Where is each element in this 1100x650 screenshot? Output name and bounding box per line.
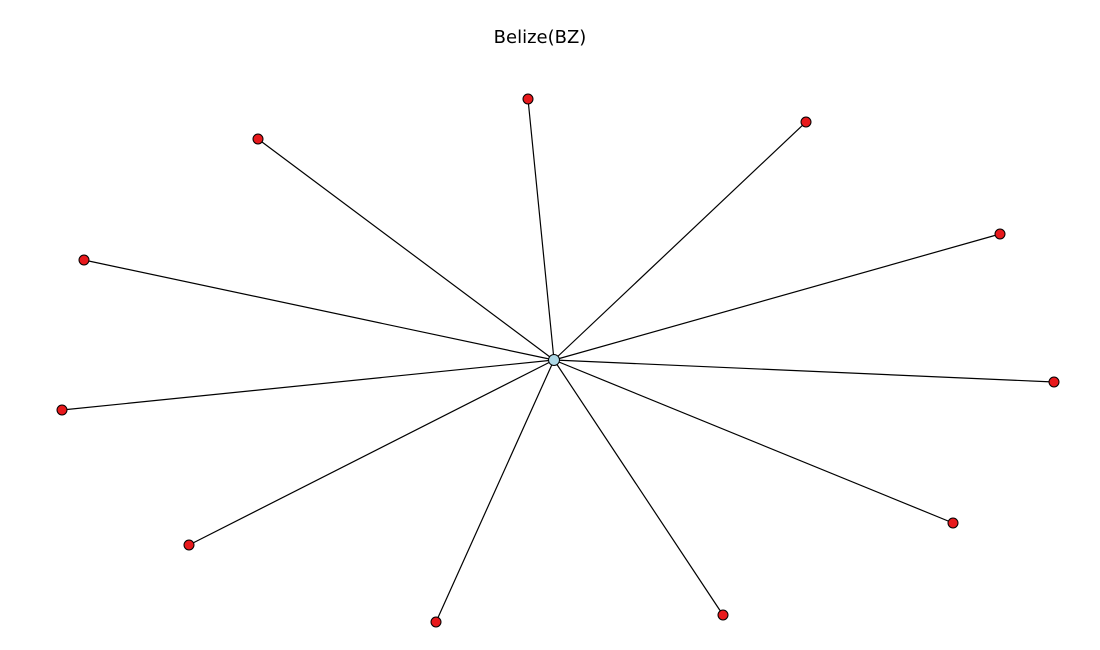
edge-hub-leaf-3 [257,138,555,361]
edge-hub-leaf-7 [61,359,555,411]
node-leaf-8 [947,517,959,529]
edge-hub-leaf-6 [553,359,1055,383]
edge-hub-leaf-4 [553,233,1001,361]
node-leaf-10 [717,609,729,621]
edge-hub-leaf-5 [83,259,555,361]
diagram-title: Belize(BZ) [494,27,587,48]
node-leaf-11 [430,616,442,628]
node-leaf-6 [1048,376,1060,388]
node-leaf-2 [800,116,812,128]
node-leaf-9 [183,539,195,551]
node-leaf-7 [56,404,68,416]
edge-hub-leaf-1 [527,98,555,361]
node-leaf-1 [522,93,534,105]
edge-hub-leaf-2 [553,121,807,361]
edge-hub-leaf-9 [188,359,555,546]
edges-layer [61,98,1055,623]
edge-hub-leaf-10 [553,359,724,616]
nodes-layer [56,93,1060,628]
edge-hub-leaf-8 [553,359,954,524]
edge-hub-leaf-11 [435,359,555,623]
node-leaf-5 [78,254,90,266]
node-hub [548,354,560,366]
node-leaf-3 [252,133,264,145]
node-leaf-4 [994,228,1006,240]
